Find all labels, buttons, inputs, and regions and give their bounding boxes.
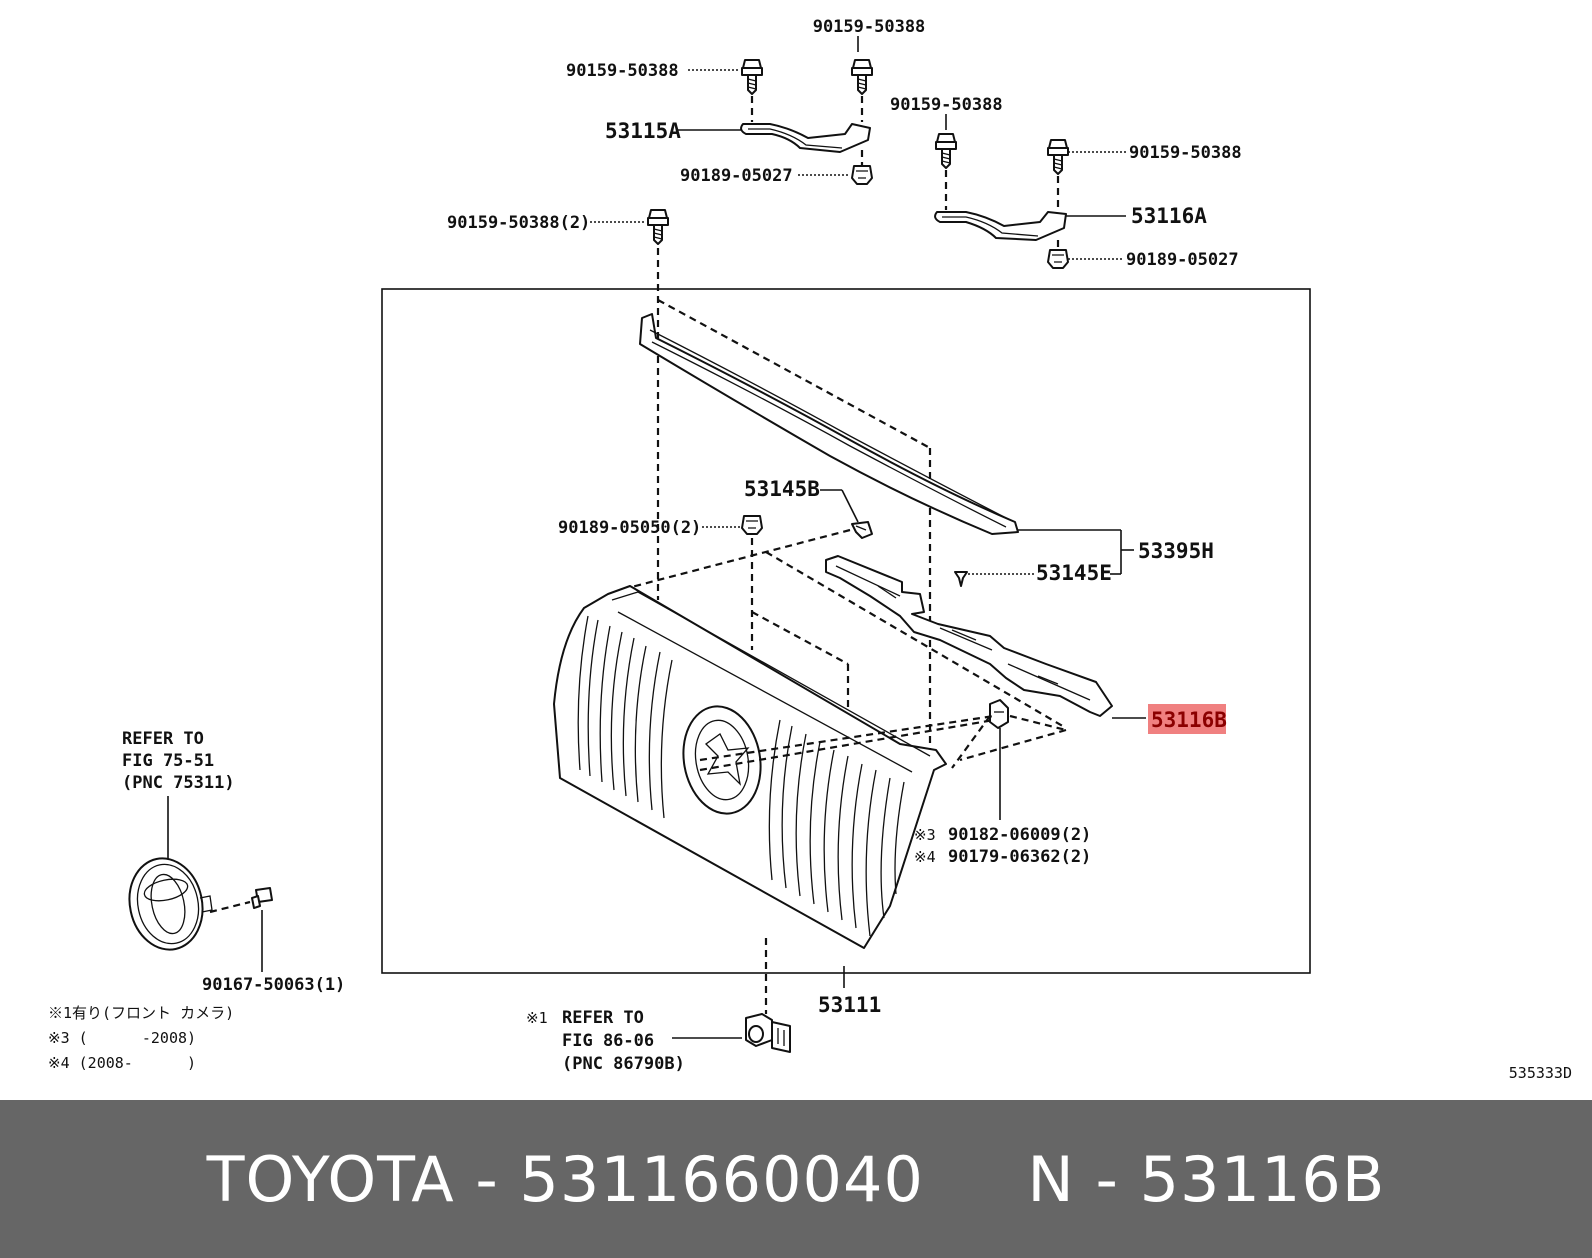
label-refer-camera-2: FIG 86-06 [562,1031,654,1051]
label-bolt-right-top: 90159-50388 [890,95,1003,115]
diagram-canvas: 90159-50388 90159-50388 53115A 90189-050… [48,17,1572,1082]
parts-diagram: 90159-50388 90159-50388 53115A 90189-050… [48,17,1572,1082]
hex-bolt-icon [741,59,763,95]
legend-note-3: ※3 ( -2008) [48,1029,196,1047]
legend-note-4: ※4 (2008- ) [48,1054,196,1072]
camera-reference-group: ※1 REFER TO FIG 86-06 (PNC 86790B) [526,938,791,1074]
legend-notes: ※1有り(フロント カメラ) ※3 ( -2008) ※4 (2008- ) [48,1004,234,1072]
label-bolt-left-2: 90159-50388(2) [447,213,590,233]
label-note3-part: 90182-06009(2) [948,825,1091,845]
label-emblem-screw: 90167-50063(1) [202,975,345,995]
footer-bar: TOYOTA - 5311660040 N - 53116B [0,1100,1592,1258]
label-grille-53111: 53111 [818,993,881,1017]
label-molding-53395h: 53395H [1138,539,1214,563]
upper-molding: 53395H [639,313,1214,575]
label-bracket-53116a: 53116A [1131,204,1207,228]
toyota-emblem-icon [128,857,213,951]
emblem-reference-group: REFER TO FIG 75-51 (PNC 75311) 90167-500… [122,729,345,995]
note4-mark: ※4 [914,848,936,866]
bracket-53115a [740,123,871,153]
hex-bolt-icon [647,209,669,245]
lower-absorber-53116b: 53116B [825,555,1227,734]
diagram-code: 535333D [1509,1064,1572,1082]
bracket-53115a-group: 90159-50388 90159-50388 53115A 90189-050… [566,17,925,186]
grille-assembly-frame [381,288,1311,974]
hex-bolt-icon [851,59,873,95]
grille-slats [577,615,905,937]
radiator-grille-53111: 53111 [553,585,995,1017]
highlight-box [1148,704,1226,734]
label-refer-emblem-2: FIG 75-51 [122,751,214,771]
hex-bolt-icon [935,133,957,169]
front-camera-icon [745,1013,791,1053]
bracket-53116a-group: 90159-50388 90159-50388 53116A 90189-050… [890,95,1242,270]
label-refer-camera-1: REFER TO [562,1008,644,1028]
hex-bolt-icon [1047,139,1069,175]
fastener-90182-group: ※3 90182-06009(2) ※4 90179-06362(2) [914,699,1091,867]
clip-53145e-group: 53145E [954,561,1112,587]
bracket-53116a [934,211,1067,241]
label-nut-left: 90189-05027 [680,166,793,186]
label-bolt-top-left: 90159-50388 [566,61,679,81]
label-bolt-top-center: 90159-50388 [813,17,926,37]
footer-part-number: TOYOTA - 5311660040 N - 53116B [206,1142,1386,1216]
hex-bolt-icon [251,887,273,909]
clip-53145b-group: 53145B [619,477,873,592]
clip-nut-icon [741,515,763,535]
label-refer-emblem-3: (PNC 75311) [122,773,235,793]
label-bolt-right-2: 90159-50388 [1129,143,1242,163]
clip-nut-icon [1047,249,1069,269]
label-bracket-53115a: 53115A [605,119,681,143]
legend-note-1: ※1有り(フロント カメラ) [48,1004,234,1022]
label-clip-90189: 90189-05050(2) [558,518,701,538]
note3-mark: ※3 [914,826,936,844]
label-refer-emblem-1: REFER TO [122,729,204,749]
label-highlight-53116b[interactable]: 53116B [1151,708,1227,732]
label-note4-part: 90179-06362(2) [948,847,1091,867]
bolt-90159-50388-2-group: 90159-50388(2) [447,209,932,752]
clip-nut-icon [851,165,873,185]
label-nut-right: 90189-05027 [1126,250,1239,270]
label-refer-camera-3: (PNC 86790B) [562,1054,685,1074]
label-clip-53145b: 53145B [744,477,820,501]
clip-90189-group: 90189-05050(2) [558,515,1067,729]
label-clip-53145e: 53145E [1036,561,1112,585]
camera-note-mark: ※1 [526,1009,548,1027]
